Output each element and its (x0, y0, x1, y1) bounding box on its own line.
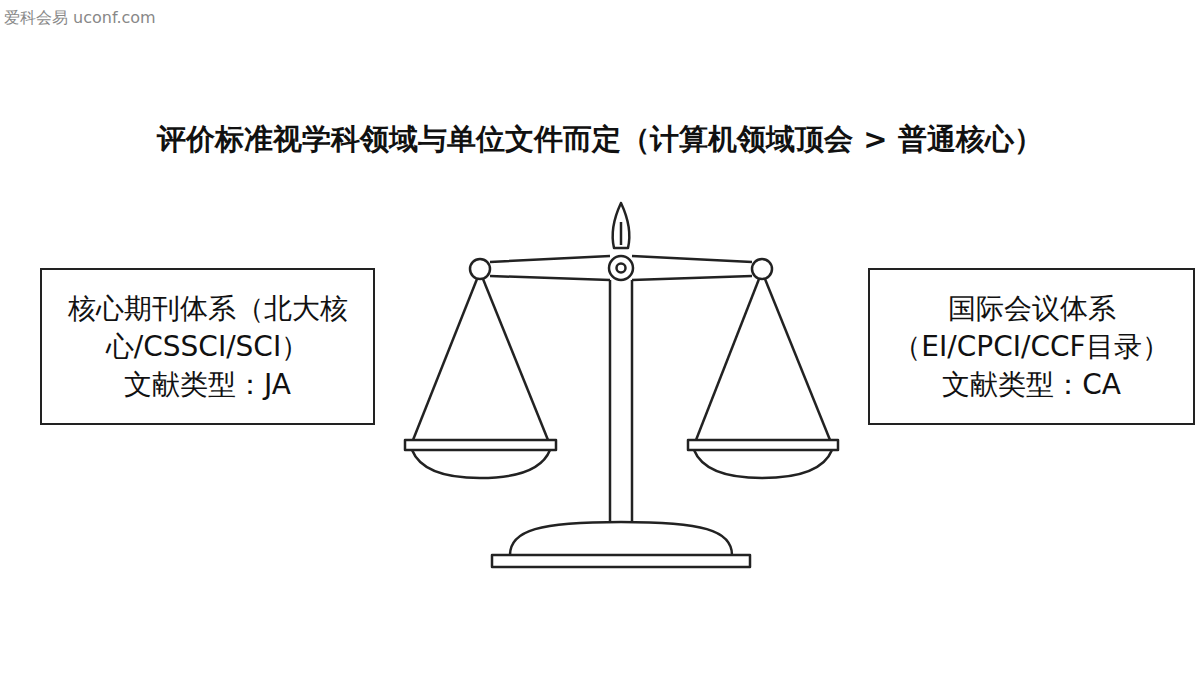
system-box: 国际会议体系（EI/CPCI/CCF目录）文献类型：CA (868, 268, 1195, 425)
title: 评价标准视学科领域与单位文件而定（计算机领域顶会 > 普通核心） (0, 120, 1200, 160)
system-name: 核心期刊体系（北大核心/CSSCI/SCI） (56, 290, 359, 366)
watermark: 爱科会易 uconf.com (4, 8, 156, 29)
system-box: 核心期刊体系（北大核心/CSSCI/SCI）文献类型：JA (40, 268, 375, 425)
system-name: 国际会议体系（EI/CPCI/CCF目录） (884, 290, 1179, 366)
document-type: 文献类型：JA (124, 366, 291, 404)
document-type: 文献类型：CA (942, 366, 1121, 404)
